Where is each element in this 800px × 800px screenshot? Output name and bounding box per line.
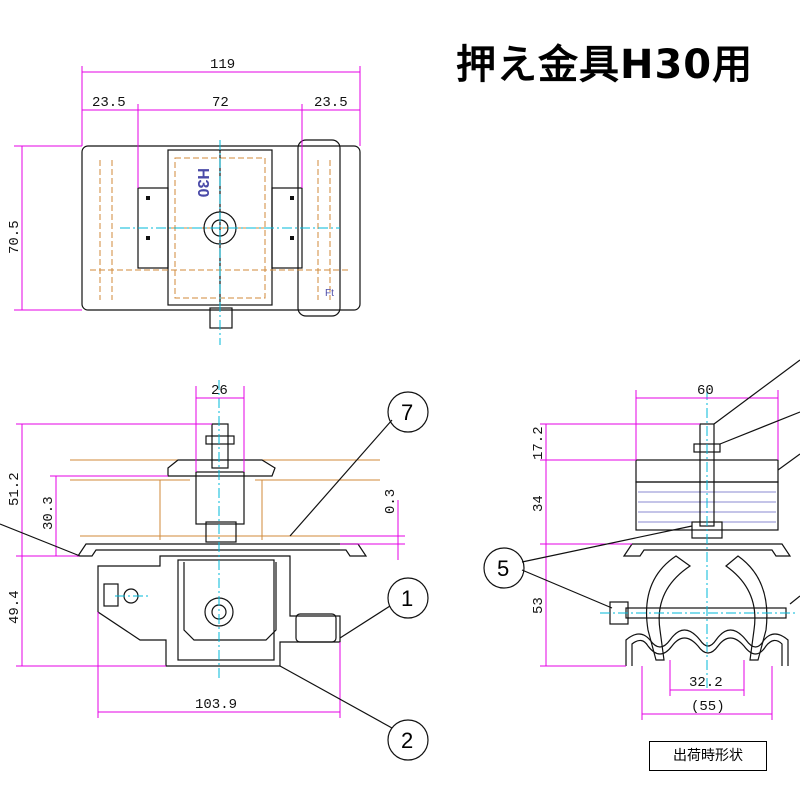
shipping-state-label: 出荷時形状 — [649, 741, 767, 771]
dim-top-height: 17.2 — [531, 426, 547, 460]
dim-mid-height: 34 — [531, 495, 547, 512]
drawing-title: 押え金具H30用 — [456, 42, 754, 88]
top-view: H30 Ft 119 23.5 72 23.5 70.5 — [7, 57, 361, 345]
dim-gap: 0.3 — [383, 489, 399, 514]
balloon-2 — [387, 719, 429, 761]
dim-base-height: 49.4 — [7, 590, 23, 624]
balloon-7 — [387, 391, 429, 433]
balloon-7-label: 7 — [401, 400, 413, 425]
dim-inner-width: 32.2 — [689, 675, 723, 691]
front-view: 26 51.2 30.3 0.3 49.4 103.9 7 1 2 — [0, 380, 429, 761]
balloon-5 — [483, 547, 525, 589]
balloon-2-label: 2 — [401, 728, 413, 753]
dim-upper-height: 30.3 — [41, 496, 57, 530]
balloon-5-label: 5 — [497, 556, 509, 581]
dim-total-height: 51.2 — [7, 472, 23, 506]
dim-outer-width: (55) — [691, 699, 725, 715]
dim-top-width: 60 — [697, 383, 714, 399]
dim-height: 70.5 — [7, 220, 23, 254]
dim-lower-height: 53 — [531, 597, 547, 614]
dim-bolt-width: 26 — [211, 383, 228, 399]
side-view: 60 17.2 34 53 32.2 (55) 5 — [483, 359, 800, 720]
dim-left-offset: 23.5 — [92, 95, 126, 111]
balloon-1-label: 1 — [401, 586, 413, 611]
balloon-1 — [387, 577, 429, 619]
dim-overall-width: 119 — [210, 57, 235, 73]
part-mark: H30 — [194, 168, 211, 197]
shipping-state-text: 出荷時形状 — [673, 748, 743, 764]
dim-base-width: 103.9 — [195, 697, 237, 713]
dim-right-offset: 23.5 — [314, 95, 348, 111]
dim-center-width: 72 — [212, 95, 229, 111]
corner-mark: Ft — [325, 288, 334, 299]
